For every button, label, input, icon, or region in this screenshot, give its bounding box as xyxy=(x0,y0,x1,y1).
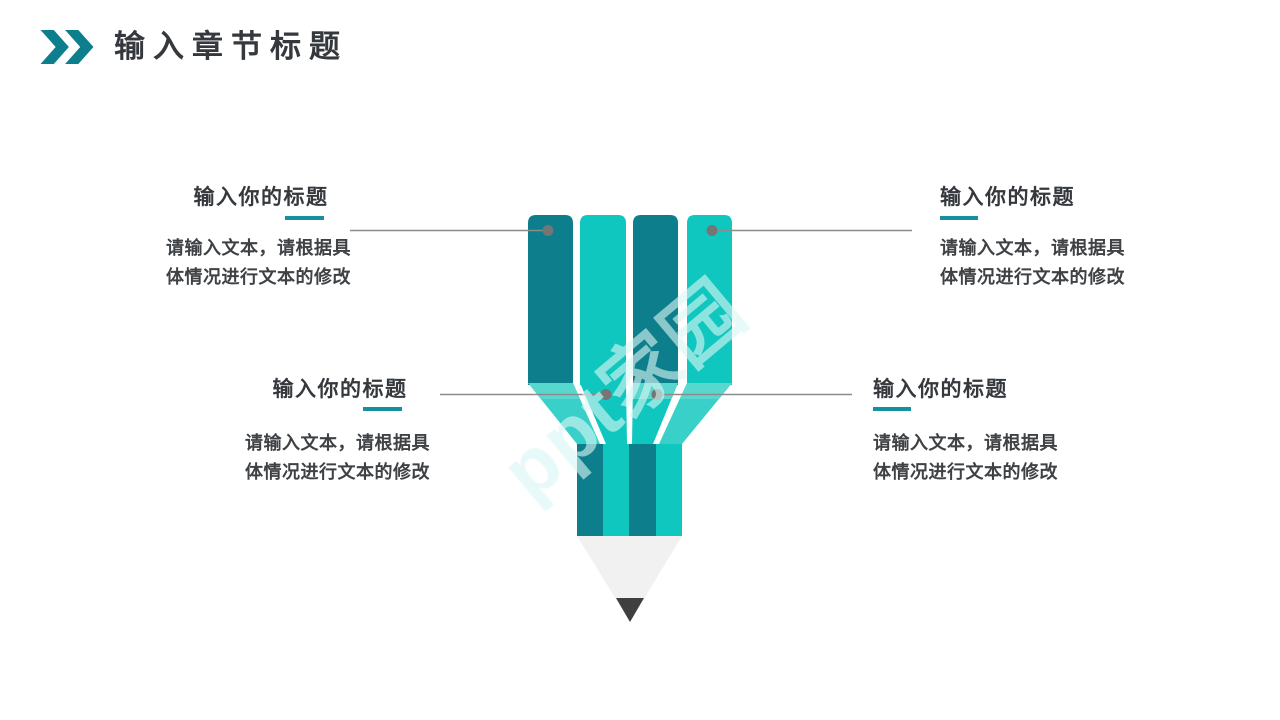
connector-dot-top-left xyxy=(542,225,554,236)
block-body: 请输入文本，请根据具 体情况进行文本的修改 xyxy=(940,234,1125,292)
section-title: 输入章节标题 xyxy=(114,29,348,64)
block-body: 请输入文本，请根据具 体情况进行文本的修改 xyxy=(873,429,1058,487)
connector-dot-bottom-left xyxy=(600,389,612,400)
body-line: 体情况进行文本的修改 xyxy=(873,462,1058,482)
pencil-body-stripe-4 xyxy=(656,444,682,536)
pencil-ribbon-2 xyxy=(580,383,627,444)
block-title: 输入你的标题 xyxy=(940,186,1075,209)
pencil-tip-lead xyxy=(616,598,644,622)
pencil-body-stripe-1 xyxy=(577,444,603,536)
body-line: 请输入文本，请根据具 xyxy=(940,238,1125,258)
text-block-bottom-right: 输入你的标题 请输入文本，请根据具 体情况进行文本的修改 xyxy=(873,378,1073,482)
block-title: 输入你的标题 xyxy=(272,378,408,401)
title-underline xyxy=(940,216,978,220)
pencil-bar-1 xyxy=(528,215,573,385)
body-line: 请输入文本，请根据具 xyxy=(245,433,430,453)
block-title: 输入你的标题 xyxy=(873,378,1008,401)
connector-dot-top-right xyxy=(706,225,718,236)
text-block-top-left: 输入你的标题 请输入文本，请根据具 体情况进行文本的修改 xyxy=(166,186,356,287)
body-line: 请输入文本，请根据具 xyxy=(873,433,1058,453)
block-body: 请输入文本，请根据具 体情况进行文本的修改 xyxy=(166,234,351,292)
pencil-body-stripe-3 xyxy=(629,444,656,536)
body-line: 请输入文本，请根据具 xyxy=(166,238,351,258)
ribbon-fold-4 xyxy=(680,383,732,399)
body-line: 体情况进行文本的修改 xyxy=(245,462,430,482)
ribbon-fold-1 xyxy=(528,383,580,399)
section-header: 输入章节标题 xyxy=(40,30,348,64)
title-underline xyxy=(285,216,324,220)
title-underline xyxy=(873,407,911,411)
block-title: 输入你的标题 xyxy=(193,186,329,209)
pencil-body-stripe-2 xyxy=(603,444,629,536)
connector-dot-bottom-right xyxy=(651,389,663,400)
text-block-top-right: 输入你的标题 请输入文本，请根据具 体情况进行文本的修改 xyxy=(940,186,1140,287)
block-body: 请输入文本，请根据具 体情况进行文本的修改 xyxy=(245,429,430,487)
body-line: 体情况进行文本的修改 xyxy=(166,267,351,287)
pencil-tip-wood xyxy=(577,536,682,622)
pencil-bar-2 xyxy=(580,215,626,385)
pencil-bar-3 xyxy=(633,215,678,385)
double-chevron-right-icon xyxy=(40,30,94,64)
title-underline xyxy=(363,407,402,411)
text-block-bottom-left: 输入你的标题 请输入文本，请根据具 体情况进行文本的修改 xyxy=(245,378,435,482)
body-line: 体情况进行文本的修改 xyxy=(940,267,1125,287)
pencil-bar-4 xyxy=(687,215,732,385)
